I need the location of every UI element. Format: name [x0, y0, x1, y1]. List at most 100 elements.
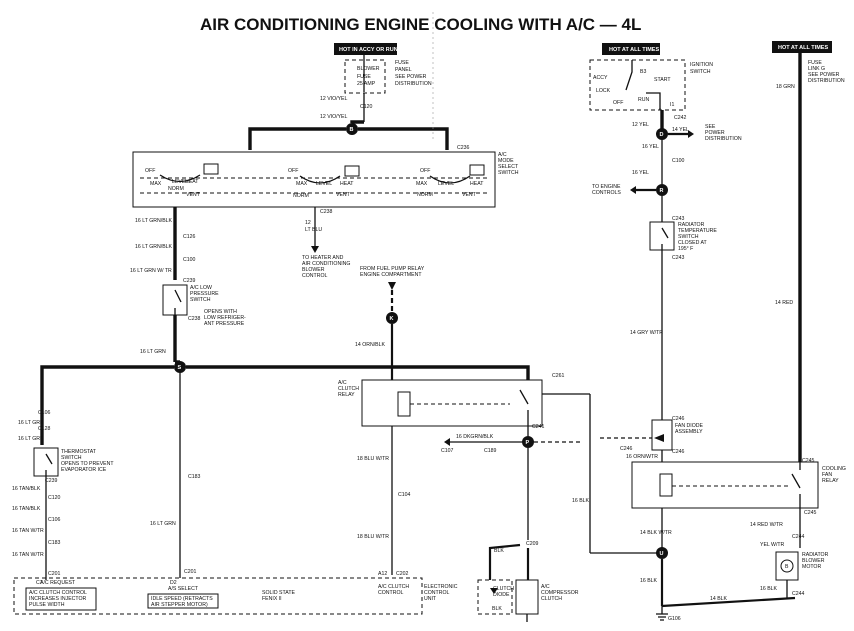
ignition-label: SWITCH [690, 69, 711, 75]
connector-c126: C126 [183, 234, 196, 240]
ecu-req-line: INCREASES INJECTOR [29, 596, 87, 602]
ecu-cc: A/C CLUTCH [378, 584, 409, 590]
svg-text:VENT: VENT [462, 192, 477, 198]
hot-always-badge-1 [602, 43, 660, 55]
pressure-label: OPENS WITH [204, 309, 237, 315]
clutch-diode [477, 579, 513, 615]
see-power: SEE [705, 124, 716, 130]
pressure-label: PRESSURE [190, 291, 219, 297]
wire-label: 14 GRY W/TR [630, 330, 663, 336]
cooling-relay-label: RELAY [822, 478, 839, 484]
connector-c104: C104 [398, 492, 411, 498]
fan-diode-label: ASSEMBLY [675, 429, 703, 435]
cooling-relay-label: COOLING [822, 466, 846, 472]
connector-c189: C189 [484, 448, 497, 454]
connector-c183: C183 [48, 540, 61, 546]
wire-label: 14 ORN/BLK [355, 342, 386, 348]
wire-label: 16 TAN/BLK [12, 486, 41, 492]
splice-k [386, 312, 398, 324]
ecu-ais: A/S SELECT [168, 586, 199, 592]
mode-group-2: OFF MAX NORM LEVEL HEAT VENT [288, 165, 360, 199]
svg-text:VENT: VENT [336, 192, 351, 198]
thermo-label: SWITCH [61, 455, 82, 461]
svg-text:LEVEL: LEVEL [316, 181, 332, 187]
pressure-label: SWITCH [190, 297, 211, 303]
rad-switch-label: 195° F [678, 246, 693, 252]
svg-text:HEAT: HEAT [185, 179, 199, 185]
fuse-link-label: FUSE [808, 60, 822, 66]
splice-r-label: R [660, 188, 664, 194]
ignition-switch [589, 59, 686, 111]
rad-switch-label: TEMPERATURE [678, 228, 717, 234]
connector-c239: C239 [45, 478, 58, 484]
fuse-panel-label-4: DISTRIBUTION [395, 81, 432, 87]
wire-label: 18 GRN [776, 84, 795, 90]
blower-label: RADIATOR [802, 552, 829, 558]
wire-label: 16 TAN W/TR [12, 528, 44, 534]
fuse-panel [344, 59, 386, 94]
ecu-pin: D2 [170, 580, 177, 586]
fuse-blower-label: BLOWER [357, 66, 380, 72]
connector-c107: C107 [441, 448, 454, 454]
wire-label: LT BLU [305, 227, 322, 233]
ac-mode-label: MODE [498, 158, 514, 164]
svg-text:NORM: NORM [168, 186, 184, 192]
wire-label: 16 BLK [760, 586, 778, 592]
connector-c244: C244 [792, 591, 805, 597]
ecu-label: CONTROL [424, 590, 449, 596]
connector-c209: C209 [526, 541, 539, 547]
splice-r [656, 184, 668, 196]
connector-c246: C246 [672, 449, 685, 455]
connector-c106: C106 [38, 410, 51, 416]
ecu-ss: FENIX II [262, 596, 282, 602]
fuse-panel-label-1: FUSE [395, 60, 409, 66]
connector-c241: C241 [532, 424, 545, 430]
mode-group-1: OFF MAX NORM LEVEL HEAT VENT [145, 163, 219, 198]
ecu-request-box [25, 587, 97, 611]
ecu-req-line: PULSE WIDTH [29, 602, 65, 608]
svg-text:NORM: NORM [417, 192, 433, 198]
to-heater: TO HEATER AND [302, 255, 344, 261]
wire-label: 12 VIO/YEL [320, 114, 348, 120]
ecu-ais-line: AIR STEPPER MOTOR) [151, 602, 208, 608]
fuel-pump-label: ENGINE COMPARTMENT [360, 272, 422, 278]
connector-c238: C238 [320, 209, 333, 215]
svg-text:LEVEL: LEVEL [438, 181, 454, 187]
wire-label: 12 YEL [632, 122, 649, 128]
hot-always-badge-2 [772, 41, 832, 53]
connector-c243: C243 [672, 255, 685, 261]
wire-label: 16 LT GRN [140, 349, 166, 355]
see-power: POWER [705, 130, 725, 136]
hot-run-badge [334, 43, 397, 55]
electronic-control-unit [13, 577, 423, 615]
fuse-link-label: DISTRIBUTION [808, 78, 845, 84]
wire-label: 16 TAN W/TR [12, 552, 44, 558]
pressure-label: A/C LOW [190, 285, 212, 291]
wire-label: 16 LT GRN/BLK [135, 244, 173, 250]
compressor-label: COMPRESSOR [541, 590, 579, 596]
ac-mode-label: SELECT [498, 164, 519, 170]
splice-d [656, 128, 668, 140]
wire-label: 16 YEL [632, 170, 649, 176]
to-heater: BLOWER [302, 267, 325, 273]
see-power: DISTRIBUTION [705, 136, 742, 142]
fuse-link-label: LINK G [808, 66, 825, 72]
connector-c201: C201 [48, 571, 61, 577]
blower-label: MOTOR [802, 564, 821, 570]
clutch-relay-label: A/C [338, 380, 347, 386]
ecu-ais-line: IDLE SPEED (RETRACTS [151, 596, 213, 602]
wire-label: 14 BLK [710, 596, 728, 602]
fuel-pump-label: FROM FUEL PUMP RELAY [360, 266, 425, 272]
wire-label: BLK [494, 548, 504, 554]
splice-b-label: B [350, 127, 354, 133]
to-heater: AIR CONDITIONING [302, 261, 350, 267]
connector-c238: C238 [188, 316, 201, 322]
ecu-label: UNIT [424, 596, 437, 602]
svg-text:OFF: OFF [145, 168, 155, 174]
rad-switch-label: SWITCH [678, 234, 699, 240]
connector-c120: C120 [48, 495, 61, 501]
wire-label: 14 RED W/TR [750, 522, 783, 528]
thermo-label: THERMOSTAT [61, 449, 97, 455]
ign-run: RUN [638, 97, 649, 103]
thermo-label: OPENS TO PREVENT [61, 461, 114, 467]
